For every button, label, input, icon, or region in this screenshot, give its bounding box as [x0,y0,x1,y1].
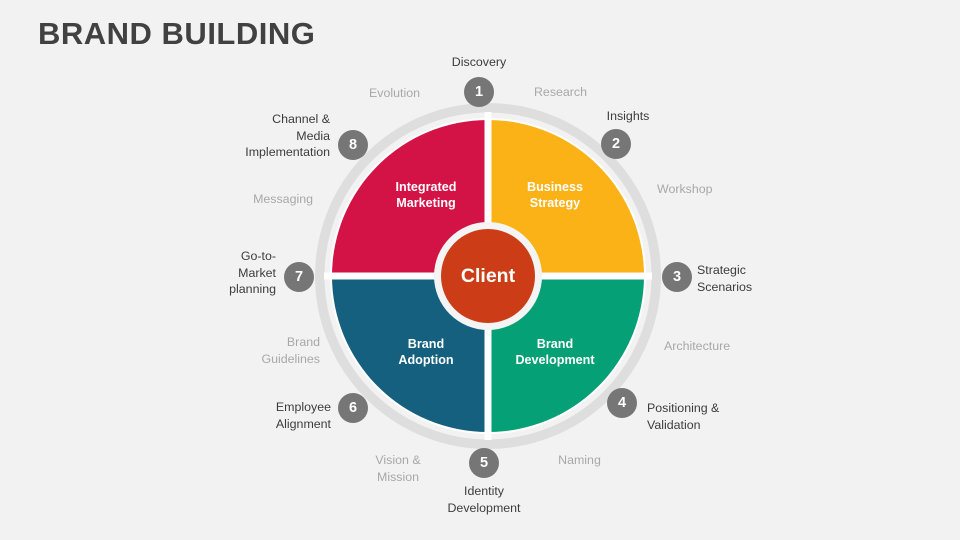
step-badge-5[interactable]: 5 [469,448,499,478]
quadrant-label-brand-adoption: Brand Adoption [398,337,454,367]
sub-label-workshop: Workshop [657,182,713,196]
step-label-2: Insights [606,109,650,123]
step-label-1: Discovery [451,55,507,69]
outer-guide-ring [315,103,661,449]
step-label-6: Employee Alignment [275,400,331,431]
page-title: BRAND BUILDING [38,16,316,51]
step-badge-1[interactable]: 1 [464,77,494,107]
step-label-4: Positioning & Validation [647,401,720,432]
sub-label-brand-guidelines: Brand Guidelines [261,335,320,366]
sub-label-architecture: Architecture [664,339,731,353]
sub-label-vision-mission: Vision & Mission [375,453,421,484]
step-badge-4[interactable]: 4 [607,388,637,418]
center-label: Client [460,265,516,287]
quadrant-business-strategy[interactable] [488,120,644,276]
sub-label-messaging: Messaging [253,192,313,206]
step-label-3: Strategic Scenarios [697,263,753,294]
sub-label-naming: Naming [558,453,601,467]
quadrant-integrated-marketing[interactable] [332,120,488,276]
center-circle[interactable] [441,229,535,323]
quadrant-label-business-strategy: Business Strategy [527,180,583,210]
step-badge-6[interactable]: 6 [338,393,368,423]
step-label-7: Go-to- Market planning [229,249,276,296]
step-label-8: Channel & Media Implementation [245,112,330,159]
quadrant-brand-development[interactable] [488,276,644,432]
step-badge-2[interactable]: 2 [601,129,631,159]
step-badge-8[interactable]: 8 [338,130,368,160]
quadrant-brand-adoption[interactable] [332,276,488,432]
step-badge-7[interactable]: 7 [284,262,314,292]
step-label-5: Identity Development [447,484,521,515]
quadrant-group [332,120,644,432]
quadrant-label-integrated-marketing: Integrated Marketing [395,180,457,210]
sub-label-evolution: Evolution [369,86,420,100]
quadrant-label-brand-development: Brand Development [515,337,595,367]
sub-label-research: Research [533,85,588,99]
step-badge-3[interactable]: 3 [662,262,692,292]
